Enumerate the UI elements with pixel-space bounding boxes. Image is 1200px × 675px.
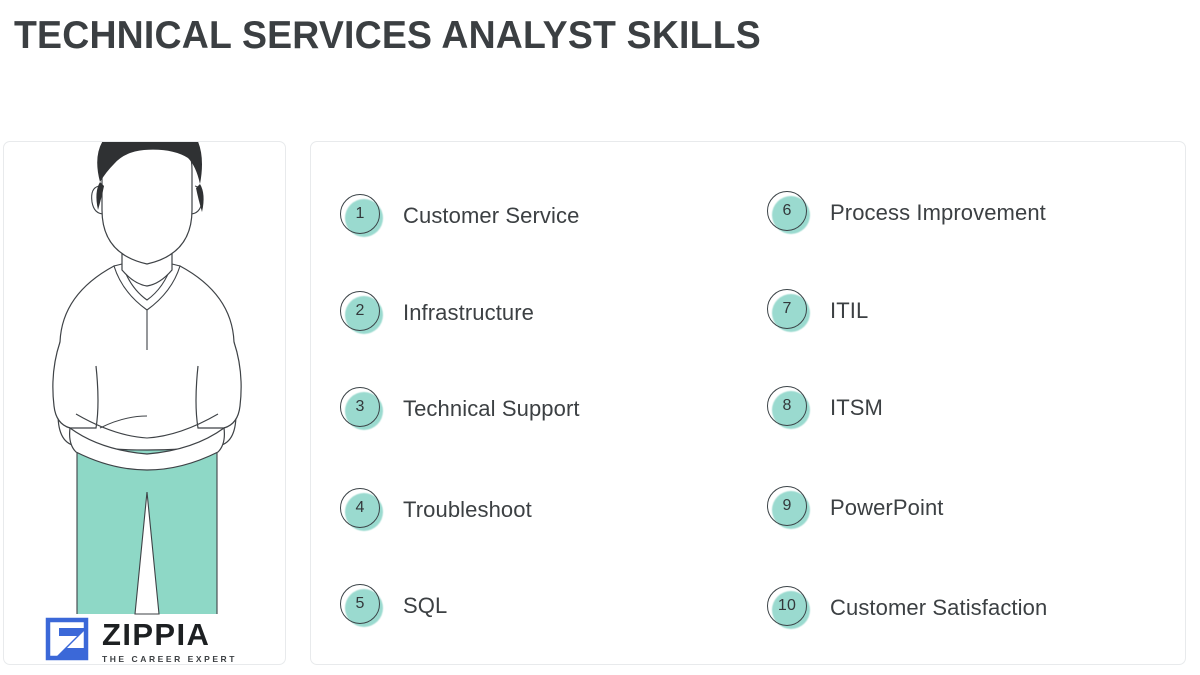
badge-number: 8 <box>782 397 792 414</box>
badge-ring <box>340 584 380 624</box>
badge-ring <box>767 191 807 231</box>
zippia-wordmark: ZIPPIA THE CAREER EXPERT <box>102 617 237 664</box>
badge-ring <box>767 486 807 526</box>
skill-label: Technical Support <box>403 396 580 421</box>
zippia-mark-icon <box>45 617 89 661</box>
rank-badge: 8 <box>766 385 812 431</box>
list-item[interactable]: 8 ITSM <box>766 382 883 434</box>
badge-ring <box>767 586 807 626</box>
rank-badge: 10 <box>766 585 812 631</box>
page-title: TECHNICAL SERVICES ANALYST SKILLS <box>14 14 761 57</box>
skill-label: Process Improvement <box>830 200 1046 225</box>
skills-grid: 1 Customer Service 2 Infrastructure 3 <box>311 142 1185 664</box>
skill-label: Customer Satisfaction <box>830 595 1048 620</box>
badge-ring <box>340 291 380 331</box>
rank-badge: 5 <box>339 583 385 629</box>
rank-badge: 3 <box>339 386 385 432</box>
skill-label: ITSM <box>830 395 883 420</box>
badge-number: 4 <box>355 499 365 516</box>
illustration-card <box>3 141 286 665</box>
badge-ring <box>340 194 380 234</box>
list-item[interactable]: 7 ITIL <box>766 285 868 337</box>
list-item[interactable]: 2 Infrastructure <box>339 287 534 339</box>
badge-number: 10 <box>777 597 797 614</box>
badge-number: 7 <box>782 300 792 317</box>
list-item[interactable]: 4 Troubleshoot <box>339 484 532 536</box>
badge-ring <box>340 387 380 427</box>
skill-label: SQL <box>403 593 448 618</box>
rank-badge: 2 <box>339 290 385 336</box>
rank-badge: 7 <box>766 288 812 334</box>
skill-label: Infrastructure <box>403 300 535 325</box>
badge-number: 6 <box>782 202 792 219</box>
skill-label: Customer Service <box>403 203 580 228</box>
list-item[interactable]: 3 Technical Support <box>339 383 580 435</box>
badge-ring <box>767 386 807 426</box>
skills-card: 1 Customer Service 2 Infrastructure 3 <box>310 141 1186 665</box>
rank-badge: 9 <box>766 485 812 531</box>
skill-label: PowerPoint <box>830 495 944 520</box>
list-item[interactable]: 9 PowerPoint <box>766 482 944 534</box>
list-item[interactable]: 1 Customer Service <box>339 190 579 242</box>
rank-badge: 1 <box>339 193 385 239</box>
skill-label: ITIL <box>830 298 869 323</box>
zippia-tagline: THE CAREER EXPERT <box>102 653 237 664</box>
zippia-logo: ZIPPIA THE CAREER EXPERT <box>45 612 245 668</box>
badge-number: 2 <box>355 302 365 319</box>
list-item[interactable]: 10 Customer Satisfaction <box>766 582 1047 634</box>
badge-ring <box>767 289 807 329</box>
list-item[interactable]: 5 SQL <box>339 580 447 632</box>
person-illustration <box>52 142 242 615</box>
badge-number: 5 <box>355 595 365 612</box>
badge-ring <box>340 488 380 528</box>
list-item[interactable]: 6 Process Improvement <box>766 187 1046 239</box>
badge-number: 9 <box>782 497 792 514</box>
skill-label: Troubleshoot <box>403 497 532 522</box>
skills-column-right: 6 Process Improvement 7 ITIL 8 ITSM <box>766 142 1186 664</box>
rank-badge: 6 <box>766 190 812 236</box>
zippia-word: ZIPPIA <box>102 616 211 652</box>
rank-badge: 4 <box>339 487 385 533</box>
badge-number: 3 <box>355 398 365 415</box>
skills-column-left: 1 Customer Service 2 Infrastructure 3 <box>339 142 769 664</box>
badge-number: 1 <box>355 205 365 222</box>
